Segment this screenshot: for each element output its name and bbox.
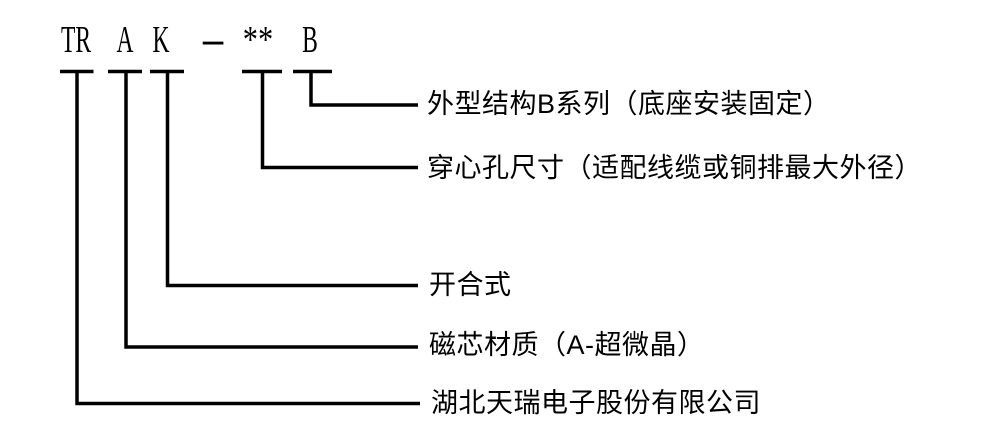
elbow-tr-company xyxy=(75,70,420,406)
legend-label-split-core: 开合式 xyxy=(429,270,512,301)
model-code-k: K xyxy=(152,19,170,61)
model-code-dash: - xyxy=(199,19,226,61)
legend-label-company: 湖北天瑞电子股份有限公司 xyxy=(431,388,761,419)
model-code-stars: ** xyxy=(242,19,274,61)
legend-label-hole-size: 穿心孔尺寸（适配线缆或铜排最大外径） xyxy=(427,153,922,184)
model-code-a: A xyxy=(116,19,134,61)
legend-label-core-material: 磁芯材质（A-超微晶） xyxy=(429,329,705,360)
elbow-k-split-core xyxy=(165,70,418,288)
model-code-b: B xyxy=(302,19,318,61)
elbow-b-structure xyxy=(309,70,418,107)
model-code-prefix-tr: TR xyxy=(60,19,91,61)
elbow-stars-hole-size xyxy=(260,70,418,170)
legend-label-structure: 外型结构B系列（底座安装固定） xyxy=(427,89,831,120)
elbow-a-core-material xyxy=(124,70,418,349)
